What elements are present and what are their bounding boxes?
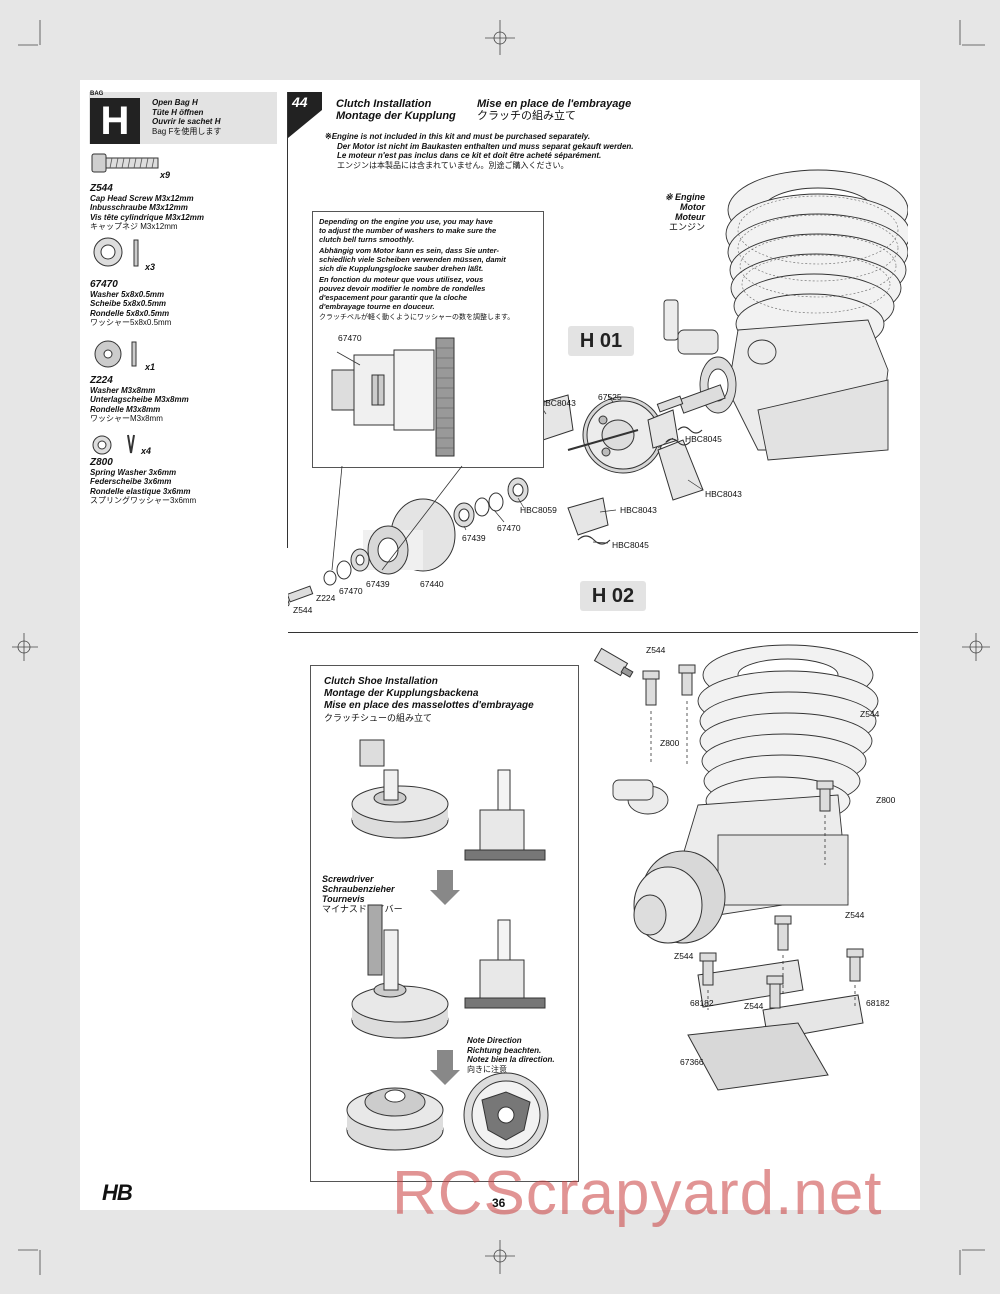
bag-tag: BAG [90, 91, 104, 97]
clutch-shoes [532, 394, 704, 536]
label-68182-left: 68182 [690, 998, 714, 1008]
label-hbc8043-lower: HBC8043 [620, 505, 657, 515]
sub-step-h01: H 01 [568, 326, 634, 356]
washer-note-text: Depending on the engine you use, you may… [319, 217, 515, 321]
label-hbc8059: HBC8059 [520, 505, 557, 515]
h01-exploded-view [288, 169, 908, 610]
label-z544-right: Z544 [860, 709, 880, 719]
bag-letter: H [90, 98, 140, 144]
label-z800-right: Z800 [876, 795, 896, 805]
label-hbc8043-right: HBC8043 [705, 489, 742, 499]
label-washer-67470: 67470 [338, 333, 362, 343]
label-z800-top: Z800 [660, 738, 680, 748]
sub-step-h02: H 02 [580, 581, 646, 611]
step-number-badge [288, 92, 322, 138]
engine-note: ※Engine is not included in this kit and … [325, 132, 634, 170]
hb-logo: HB [102, 1180, 133, 1205]
label-67440: 67440 [420, 579, 444, 589]
page-number: 36 [492, 1196, 506, 1210]
spring-washer-icon [92, 434, 135, 455]
label-z544-mid: Z544 [845, 910, 865, 920]
flywheel [567, 396, 664, 474]
watermark: RCScrapyard.net [392, 1159, 883, 1228]
label-67470-lower: 67470 [339, 586, 363, 596]
cap-screw-icon [91, 153, 159, 173]
label-z224: Z224 [316, 593, 336, 603]
label-z544-top: Z544 [646, 645, 666, 655]
label-z544-lower: Z544 [744, 1001, 764, 1011]
label-hbc8045-lower: HBC8045 [612, 540, 649, 550]
label-67439-lower: 67439 [366, 579, 390, 589]
label-67470: 67470 [497, 523, 521, 533]
washer-detail-view [331, 337, 463, 571]
label-hbc8045-right: HBC8045 [685, 434, 722, 444]
part-qty: x4 [141, 446, 152, 456]
clutch-nut [453, 477, 529, 528]
part-qty: x1 [145, 362, 156, 372]
washer-icon [93, 237, 139, 267]
clutch-shoe-illustrations [346, 739, 549, 1158]
label-hbc8043: HBC8043 [539, 398, 576, 408]
thread-lock-icon [593, 647, 634, 678]
washer-m3-icon [94, 340, 137, 368]
label-z544: Z544 [293, 605, 313, 615]
section-divider [288, 632, 918, 633]
label-67439: 67439 [462, 533, 486, 543]
step-number: 44 [292, 94, 308, 110]
parts-illustrations [91, 153, 159, 455]
label-z544-left: Z544 [674, 951, 694, 961]
part-qty: x9 [160, 170, 171, 180]
label-67525: 67525 [598, 392, 622, 402]
label-67366: 67366 [680, 1057, 704, 1067]
h02-engine-mount-view [593, 644, 879, 1091]
label-68182-right: 68182 [866, 998, 890, 1008]
column-divider [287, 92, 288, 548]
part-qty: x3 [145, 262, 156, 272]
